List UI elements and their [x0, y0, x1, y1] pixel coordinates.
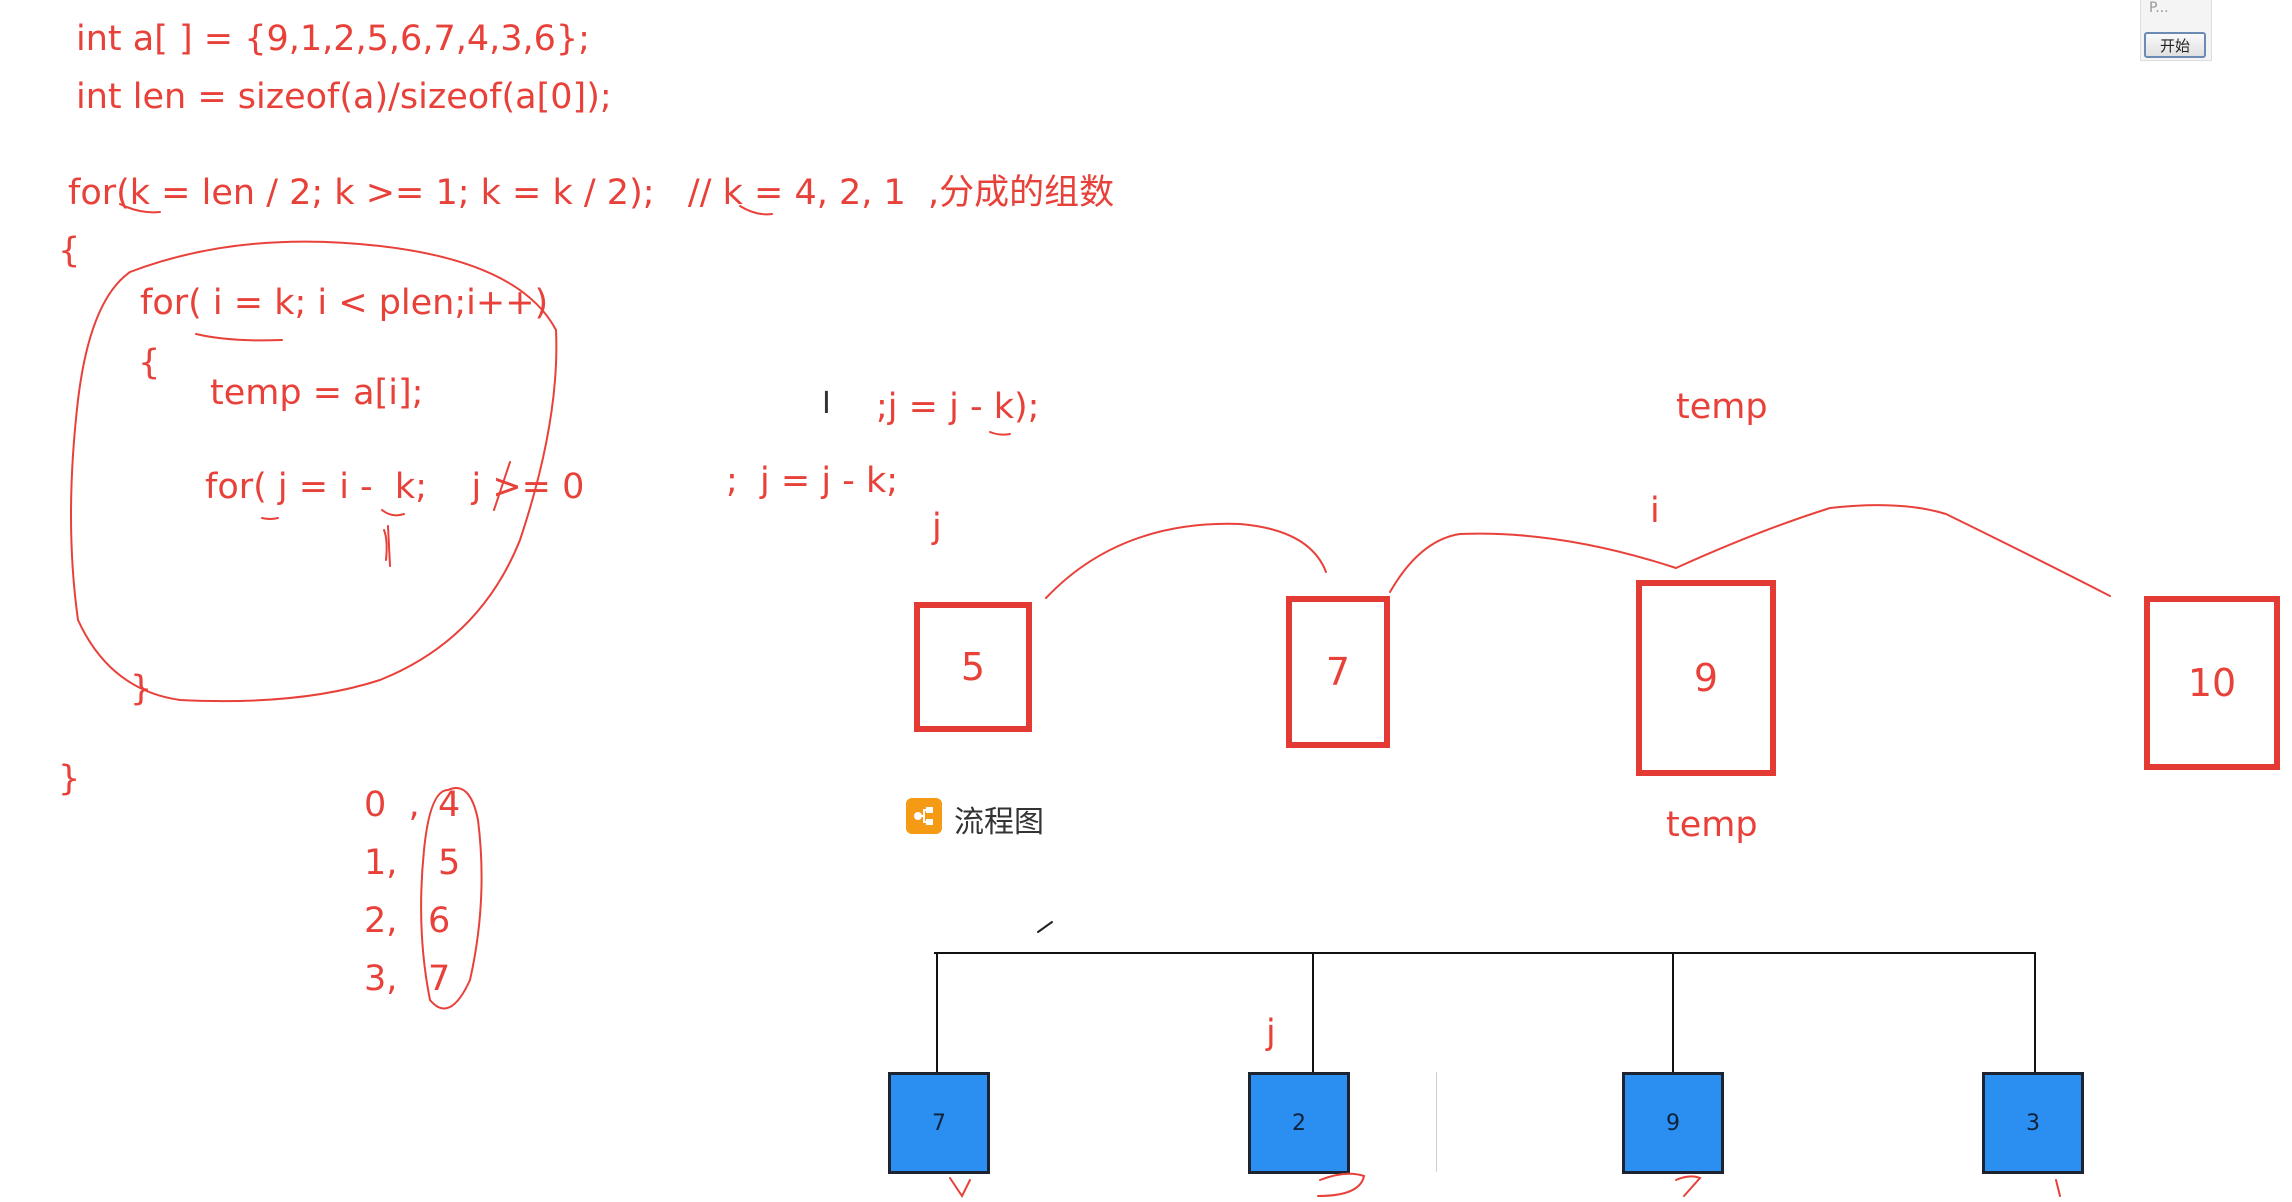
ink-squiggle: [1675, 1175, 1702, 1197]
flowchart-node[interactable]: 7: [888, 1072, 990, 1174]
ink-squiggle: [949, 1177, 971, 1198]
pair-left-2: 2,: [364, 901, 398, 941]
flowchart-connector-vertical: [1672, 952, 1674, 1074]
value-box-9: 9: [1636, 580, 1776, 776]
flowchart-node-text: 7: [932, 1110, 946, 1136]
code-brace-close: }: [58, 759, 81, 799]
flowchart-node-text: 9: [1666, 1110, 1680, 1136]
ink-arc-5-7: [1045, 522, 1327, 599]
flowchart-node[interactable]: 2: [1248, 1072, 1350, 1174]
code-line-j-for: for( j = i - k; j >= 0: [205, 467, 585, 507]
note-fragment-j-decrement: ;j = j - k);: [876, 387, 1040, 427]
code-line-array-decl: int a[ ] = {9,1,2,5,6,7,4,3,6};: [76, 19, 590, 59]
flowchart-label[interactable]: 流程图: [954, 805, 1044, 840]
code-line-len-decl: int len = sizeof(a)/sizeof(a[0]);: [76, 77, 612, 117]
value-box-5: 5: [914, 602, 1032, 732]
flowchart-connector-vertical: [936, 952, 938, 1074]
pair-right-2: 6: [428, 901, 451, 941]
ink-underline-k-frag: [989, 431, 1011, 436]
flowchart-icon[interactable]: [906, 798, 942, 834]
flowchart-connector-horizontal: [934, 952, 2036, 954]
pair-left-0: 0 ,: [364, 785, 420, 825]
flowchart-node[interactable]: 3: [1982, 1072, 2084, 1174]
label-j-flowchart: j: [1266, 1013, 1276, 1053]
flowchart-connector-vertical: [2034, 952, 2036, 1074]
code-line-inner-for: for( i = k; i < plen;i++): [140, 283, 549, 323]
flowchart-node-text: 3: [2026, 1110, 2040, 1136]
flowchart-connector-vertical: [1312, 952, 1314, 1074]
code-brace-open-inner: {: [138, 343, 161, 383]
ink-squiggle: [2055, 1179, 2061, 1197]
code-line-outer-for: for(k = len / 2; k >= 1; k = k / 2); // …: [68, 173, 1115, 213]
value-box-text: 10: [2187, 661, 2237, 705]
ink-arc-7-9: [1389, 532, 1677, 593]
ink-underline-k-inner: [195, 333, 283, 342]
flowchart-node[interactable]: 9: [1622, 1072, 1724, 1174]
code-brace-open: {: [58, 231, 81, 271]
ink-tick: [1037, 921, 1053, 933]
pair-left-3: 3,: [364, 959, 398, 999]
ink-underline-k-jfor: [381, 509, 405, 517]
pair-right-3: 7: [428, 959, 451, 999]
value-box-text: 7: [1325, 650, 1351, 694]
mini-window-title: P...: [2149, 0, 2169, 16]
pair-right-1: 5: [438, 843, 461, 883]
flowchart-node-text: 2: [1292, 1110, 1306, 1136]
label-j: j: [932, 507, 942, 547]
value-box-7: 7: [1286, 596, 1390, 748]
ink-arrow-down: [383, 525, 391, 567]
value-box-text: 9: [1693, 656, 1719, 700]
label-temp-bottom: temp: [1666, 805, 1758, 845]
value-box-text: 5: [960, 645, 986, 689]
pair-left-1: 1,: [364, 843, 398, 883]
ink-underline-j: [261, 517, 279, 520]
code-brace-close-inner: }: [130, 669, 153, 709]
start-button[interactable]: 开始: [2144, 32, 2206, 58]
value-box-10: 10: [2144, 596, 2280, 770]
text-cursor-icon: I: [822, 386, 831, 421]
ink-squiggle: [1317, 1172, 1366, 1197]
flowchart-divider: [1436, 1072, 1437, 1172]
label-temp-top: temp: [1676, 387, 1768, 427]
pair-right-0: 4: [438, 785, 461, 825]
note-fragment-j-decrement-2: ; j = j - k;: [726, 461, 899, 501]
code-line-temp-assign: temp = a[i];: [210, 373, 424, 413]
label-i: i: [1650, 491, 1660, 531]
